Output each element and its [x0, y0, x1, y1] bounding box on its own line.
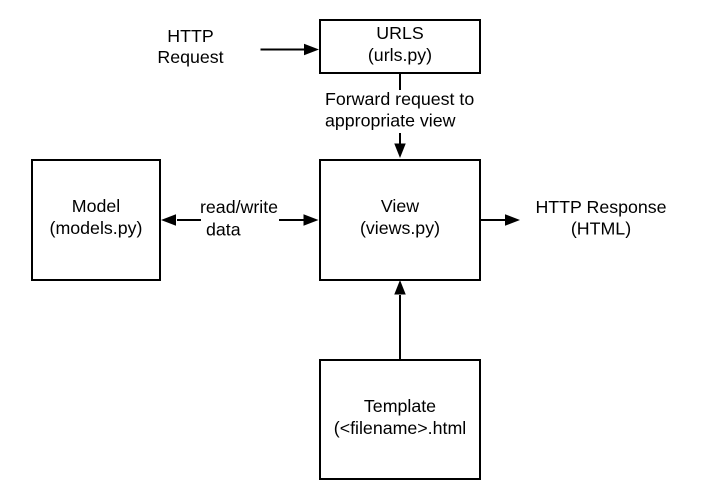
svg-text:Model: Model: [72, 196, 120, 216]
svg-text:read/write: read/write: [200, 197, 278, 217]
svg-text:Template: Template: [364, 396, 436, 416]
svg-text:URLS: URLS: [376, 23, 424, 43]
svg-text:(<filename>.html: (<filename>.html: [334, 418, 466, 438]
svg-text:(models.py): (models.py): [50, 218, 143, 238]
svg-text:appropriate view: appropriate view: [325, 111, 456, 131]
svg-text:View: View: [381, 196, 419, 216]
svg-text:Request: Request: [157, 47, 223, 67]
svg-text:HTTP: HTTP: [167, 26, 213, 46]
svg-text:(urls.py): (urls.py): [368, 45, 432, 65]
svg-text:Forward request to: Forward request to: [325, 89, 474, 109]
svg-text:HTTP Response: HTTP Response: [535, 197, 666, 217]
svg-text:(HTML): (HTML): [571, 219, 631, 239]
svg-text:(views.py): (views.py): [360, 218, 440, 238]
svg-text:data: data: [206, 220, 241, 240]
